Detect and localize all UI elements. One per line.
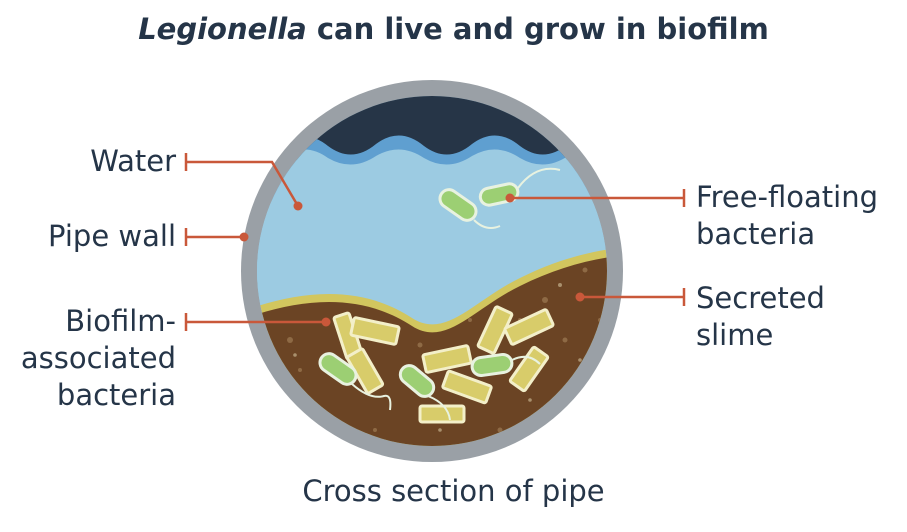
label-slime-line1: Secreted	[696, 281, 825, 315]
title-rest: can live and grow in biofilm	[306, 12, 769, 46]
label-free-floating-bacteria: Free-floating bacteria	[696, 179, 906, 253]
label-biofilm-line1: Biofilm-	[65, 304, 176, 338]
label-secreted-slime: Secreted slime	[696, 280, 896, 354]
free-floating-legionella	[438, 167, 561, 229]
label-free-line2: bacteria	[696, 217, 816, 251]
diagram-title: Legionella can live and grow in biofilm	[0, 12, 907, 46]
label-biofilm-bacteria: Biofilm- associated bacteria	[0, 303, 176, 414]
title-italic: Legionella	[138, 12, 307, 46]
leader-lines	[184, 153, 686, 331]
label-biofilm-line2: associated	[20, 341, 176, 375]
leader-dots	[239, 193, 585, 327]
label-biofilm-line3: bacteria	[56, 378, 176, 412]
rod-bacteria	[332, 305, 555, 424]
label-slime-line2: slime	[696, 318, 774, 352]
diagram-caption: Cross section of pipe	[302, 474, 605, 508]
label-free-line1: Free-floating	[696, 180, 879, 214]
label-pipe-wall: Pipe wall	[48, 219, 176, 253]
label-water: Water	[90, 144, 176, 178]
slime-speckles-light	[293, 283, 582, 432]
biofilm-legionella	[318, 352, 541, 421]
